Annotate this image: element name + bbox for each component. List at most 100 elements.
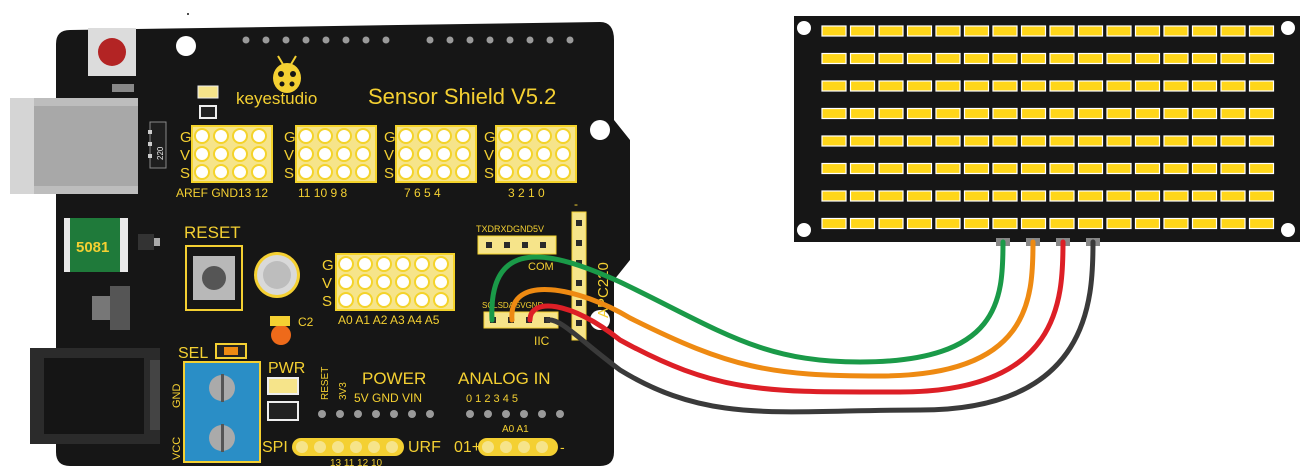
analog-pin-numbers: 0 1 2 3 4 5 (466, 393, 518, 405)
led-segment (992, 162, 1018, 175)
led-segment (1220, 162, 1246, 175)
header-pin (376, 256, 392, 272)
led-segment (1077, 80, 1104, 92)
header-pin (536, 164, 552, 180)
led-segment (878, 135, 904, 147)
led-segment (1248, 107, 1275, 120)
led-segment (849, 52, 876, 65)
block1-pin-labels: AREF GND13 12 (176, 186, 268, 200)
header-pin (338, 274, 354, 290)
led-segment (1248, 25, 1275, 37)
spi-pin-numbers: 13 11 12 10 (330, 458, 383, 469)
header-pin (417, 146, 433, 162)
board-title: Sensor Shield V5.2 (368, 84, 556, 109)
led-segment (1220, 107, 1246, 120)
header-pin (317, 164, 333, 180)
led-segment (1049, 107, 1075, 120)
led-segment (935, 52, 961, 65)
led-segment (1163, 52, 1189, 65)
apc-minus: - (574, 197, 578, 211)
led-segment (878, 80, 904, 92)
led-segment (1049, 190, 1075, 202)
digital-block-3: GVS (384, 125, 477, 183)
header-pin (455, 164, 471, 180)
header-pin (498, 164, 514, 180)
led-segment (849, 190, 876, 202)
led-segment (1049, 25, 1075, 37)
led-segment (1163, 107, 1189, 120)
led-segment (849, 80, 876, 92)
led-segment (1163, 217, 1189, 230)
led-segment (1191, 25, 1218, 37)
header-pin (555, 146, 571, 162)
led-segment (1163, 25, 1189, 37)
header-pin (317, 128, 333, 144)
header-pin (414, 256, 430, 272)
led-segment (1220, 52, 1246, 65)
header-pin (357, 256, 373, 272)
power-terminal-block (183, 361, 261, 463)
header-pin (376, 292, 392, 308)
led-segment (906, 25, 933, 37)
gvs-label: S (180, 165, 190, 182)
led-segment (963, 25, 990, 37)
header-pin (355, 146, 371, 162)
led-segment (963, 217, 990, 230)
led-segment (1163, 135, 1189, 147)
led-segment (1077, 25, 1104, 37)
matrix-mount-hole (1281, 21, 1295, 35)
header-pin (517, 164, 533, 180)
header-pin (555, 164, 571, 180)
led-segment (849, 25, 876, 37)
v33-pin-label: 3V3 (338, 382, 349, 400)
usb-connector (10, 98, 138, 194)
chip-label: 5081 (76, 239, 109, 256)
led-segment (878, 162, 904, 175)
chip-5081: 5081 (64, 218, 128, 272)
iic-label: IIC (534, 334, 550, 348)
gvs-label: V (284, 147, 294, 164)
reset-pin-label: RESET (320, 367, 331, 400)
led-segment (935, 107, 961, 120)
led-segment (1020, 107, 1047, 120)
led-segment (1049, 135, 1075, 147)
led-segment (963, 190, 990, 202)
led-segment (906, 162, 933, 175)
sel-label: SEL (178, 345, 208, 362)
led-segment (906, 190, 933, 202)
header-pin (232, 164, 248, 180)
header-pin (213, 128, 229, 144)
header-pin (395, 256, 411, 272)
mount-hole (179, 451, 181, 453)
led-segment (1134, 25, 1161, 37)
led-segment (849, 162, 876, 175)
led-segment (1106, 80, 1132, 92)
gvs-label: S (484, 165, 494, 182)
header-pin (317, 146, 333, 162)
c2-label: C2 (298, 315, 314, 329)
led-segment (1134, 80, 1161, 92)
mount-hole (176, 36, 196, 56)
header-pin (414, 274, 430, 290)
led-segment (906, 52, 933, 65)
led-segment (1220, 135, 1246, 147)
matrix-mount-hole (797, 223, 811, 237)
led-segment (963, 80, 990, 92)
header-pin (436, 128, 452, 144)
led-segment (1077, 107, 1104, 120)
header-pin (336, 164, 352, 180)
gvs-label: G (384, 129, 396, 146)
led-segment (1134, 217, 1161, 230)
capacitor (254, 252, 300, 298)
header-pin (194, 146, 210, 162)
led-segment (821, 25, 847, 37)
header-pin (436, 164, 452, 180)
led-segment (1191, 52, 1218, 65)
led-segment (821, 190, 847, 202)
header-pin (395, 292, 411, 308)
led-segment (1049, 52, 1075, 65)
header-pin (298, 128, 314, 144)
power-pin-labels: 5V GND VIN (354, 391, 422, 405)
led-segment (935, 162, 961, 175)
header-pin (398, 164, 414, 180)
